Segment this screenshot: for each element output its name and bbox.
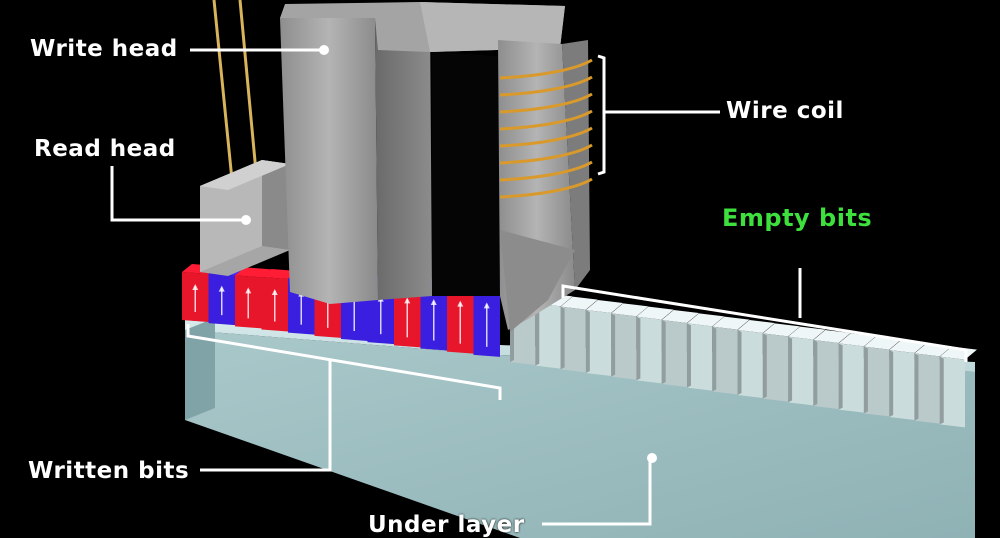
write-head (280, 2, 590, 332)
empty-bit (737, 320, 775, 398)
empty-bit (838, 333, 876, 413)
coil-winding (499, 160, 593, 182)
written-bit (235, 267, 272, 329)
write-head-label: Write head (30, 36, 178, 62)
under-layer-label: Under layer (368, 512, 525, 538)
empty-bit (686, 313, 725, 391)
coil-winding (499, 75, 593, 97)
wire-coil-label: Wire coil (726, 98, 844, 124)
empty-bit (636, 306, 674, 384)
empty-bit (939, 346, 977, 428)
coil-winding (499, 143, 593, 165)
coil-winding (499, 92, 593, 114)
empty-bit (560, 296, 598, 373)
written-bit (261, 269, 298, 332)
empty-bit (813, 330, 851, 409)
empty-bit (788, 326, 826, 406)
empty-bit (914, 343, 952, 424)
empty-bits-bracket (561, 268, 968, 362)
coil-winding (499, 177, 593, 199)
written-bits-label: Written bits (28, 458, 190, 484)
empty-bit (611, 303, 649, 380)
wire-coil-bracket (597, 54, 720, 176)
coil-winding (499, 109, 593, 131)
empty-bit (762, 323, 801, 402)
empty-bit (863, 336, 902, 417)
coil-winding (499, 126, 593, 148)
label-leaders (110, 48, 652, 526)
read-head-leads (212, 0, 258, 181)
empty-bit (712, 316, 750, 395)
wire-coil (499, 58, 593, 199)
read-head-label: Read head (34, 136, 176, 162)
leader-dots (241, 45, 657, 463)
empty-bits-label: Empty bits (722, 204, 873, 232)
empty-bit (661, 310, 699, 387)
written-bits-bracket (186, 324, 502, 472)
empty-bit (585, 300, 624, 376)
empty-bits-row (510, 290, 977, 428)
coil-winding (499, 58, 593, 80)
